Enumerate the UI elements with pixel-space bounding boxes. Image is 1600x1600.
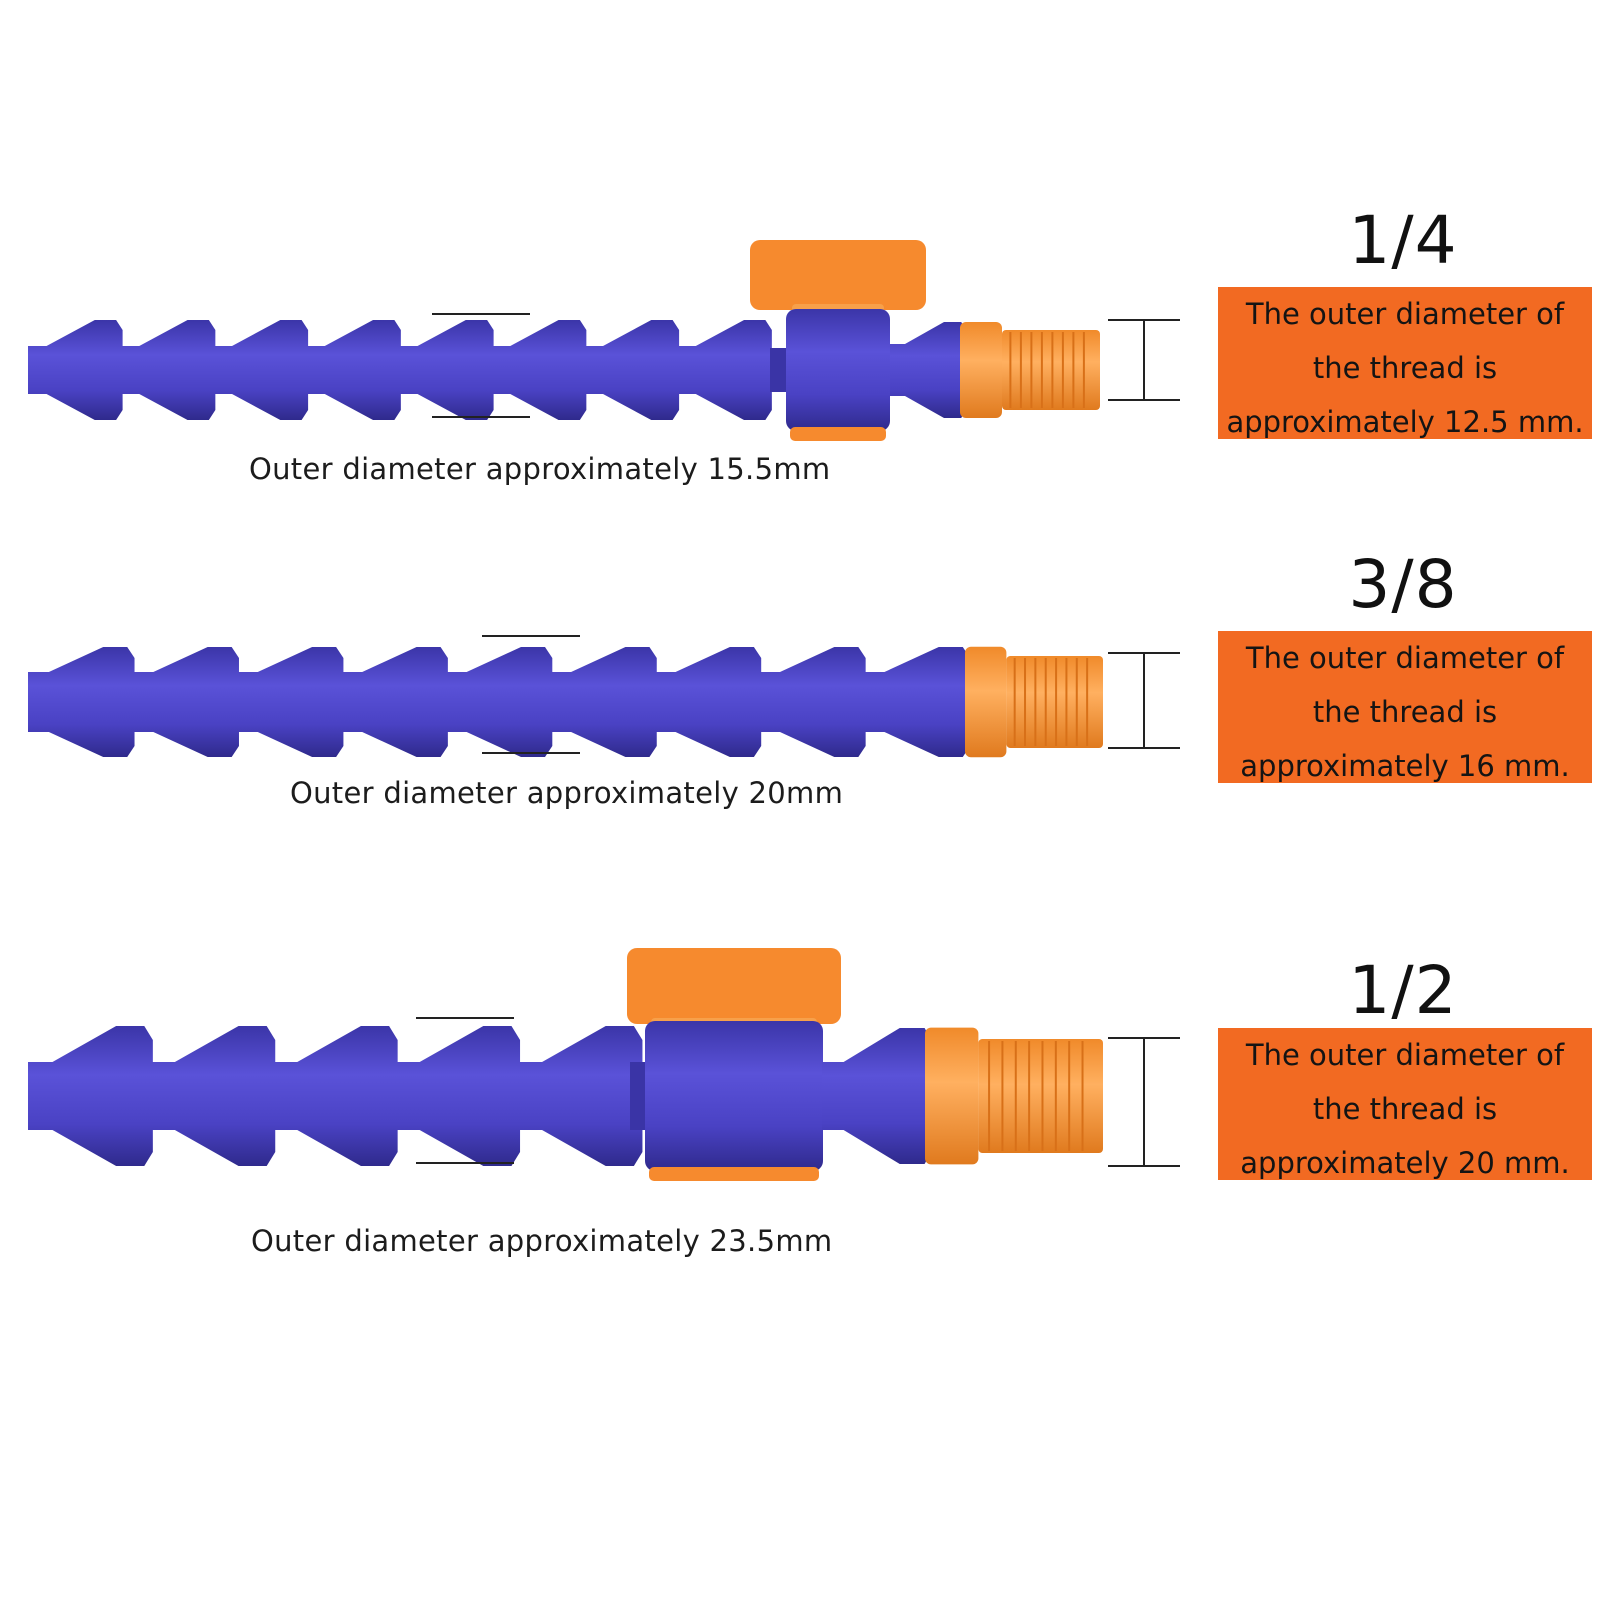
hose-outer-diameter-caption: Outer diameter approximately 20mm [290, 776, 844, 810]
thread-text-line: the thread is [1312, 1092, 1498, 1126]
thread-text-line: The outer diameter of [1245, 1038, 1565, 1072]
hose-segment [306, 320, 401, 420]
hose-segment [28, 320, 123, 420]
hose-segment [28, 1026, 153, 1166]
hose-segment [213, 320, 309, 420]
valve-body [786, 309, 890, 431]
valve-handle [627, 948, 841, 1024]
hose-segment [822, 1028, 933, 1164]
thread-text-line: approximately 16 mm. [1240, 749, 1570, 783]
thread-body [1002, 330, 1100, 410]
fitting-nut [960, 322, 1002, 418]
thread-text-line: The outer diameter of [1245, 297, 1565, 331]
valve-handle [750, 240, 926, 310]
hose-segment [395, 1026, 521, 1166]
hose-neck [770, 348, 790, 392]
hose-segment [120, 320, 216, 420]
thread-body [978, 1039, 1103, 1153]
hose-item-1-2: Outer diameter approximately 23.5mm 1/2 … [0, 830, 1600, 1280]
hose-outer-diameter-caption: Outer diameter approximately 23.5mm [251, 1224, 833, 1258]
fitting-nut [925, 1027, 979, 1165]
valve-body [645, 1021, 823, 1171]
thread-size-label: 3/8 [1348, 546, 1458, 623]
hose-segment [491, 320, 587, 420]
hose-segment [236, 647, 344, 757]
thread-text-line: approximately 12.5 mm. [1226, 405, 1584, 439]
hose-item-1-4: Outer diameter approximately 15.5mm 1/4 … [0, 0, 1600, 500]
thread-diameter-box: The outer diameter of the thread is appr… [1218, 287, 1592, 439]
thread-text-line: the thread is [1312, 695, 1498, 729]
hose-segment [677, 320, 772, 420]
hose-segment [150, 1026, 276, 1166]
hose-segment [445, 647, 553, 757]
thread-text-line: the thread is [1312, 351, 1498, 385]
hose-icon [28, 635, 1180, 758]
hose-segment [863, 647, 971, 757]
thread-text-line: The outer diameter of [1245, 641, 1565, 675]
valve-bottom-ring [649, 1167, 819, 1181]
thread-text-line: approximately 20 mm. [1240, 1146, 1570, 1180]
hose-with-valve-icon [28, 948, 1180, 1181]
hose-segment [759, 647, 866, 757]
thread-size-label: 1/4 [1348, 202, 1458, 279]
thread-diameter-box: The outer diameter of the thread is appr… [1218, 631, 1592, 783]
hose-item-3-8: Outer diameter approximately 20mm 3/8 Th… [0, 500, 1600, 830]
valve-bottom-ring [790, 427, 886, 441]
hose-segment [584, 320, 680, 420]
fitting-nut [965, 646, 1007, 758]
thread-diameter-box: The outer diameter of the thread is appr… [1218, 1028, 1592, 1180]
thread-body [1006, 656, 1103, 748]
hose-segment [890, 322, 967, 418]
hose-segment [341, 647, 448, 757]
hose-segment [132, 647, 239, 757]
hose-segment [399, 320, 494, 420]
hose-with-valve-icon [28, 240, 1180, 441]
thread-size-label: 1/2 [1348, 952, 1458, 1029]
hose-segment [272, 1026, 398, 1166]
hose-segment [28, 647, 135, 757]
hose-segment [550, 647, 657, 757]
hose-outer-diameter-caption: Outer diameter approximately 15.5mm [249, 452, 831, 486]
hose-segment [517, 1026, 643, 1166]
hose-segment [654, 647, 762, 757]
